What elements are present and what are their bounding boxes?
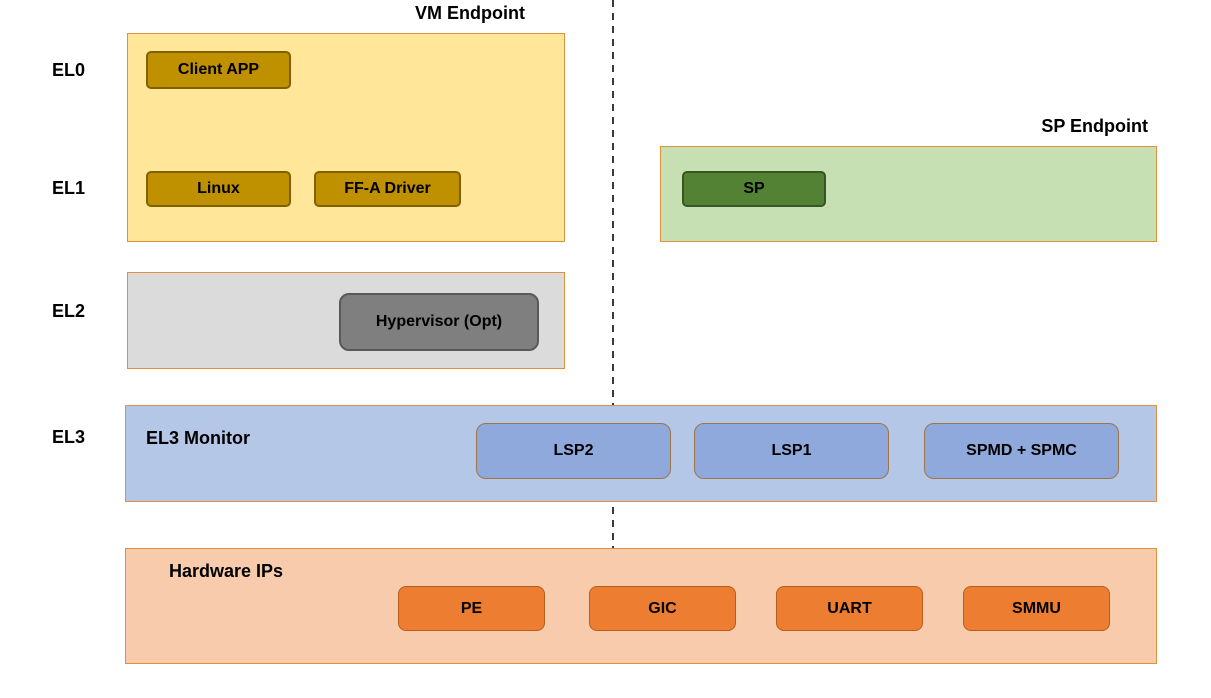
endpoint-divider-dashed-line [612,0,614,548]
el3-label: EL3 [52,427,86,447]
lsp2-box: LSP2 [476,423,671,479]
hardware-ips-title: Hardware IPs [169,561,284,581]
gic-box: GIC [589,586,736,631]
lsp1-box: LSP1 [694,423,889,479]
el3-monitor-title: EL3 Monitor [146,428,250,448]
sp-endpoint-title: SP Endpoint [1041,116,1148,136]
el0-label: EL0 [52,60,86,80]
el1-label: EL1 [52,178,86,198]
smmu-box: SMMU [963,586,1110,631]
ffa-driver-box: FF-A Driver [314,171,461,207]
client-app-box: Client APP [146,51,291,89]
hardware-ips-box: Hardware IPs PE GIC UART SMMU [125,548,1157,664]
vm-endpoint-title: VM Endpoint [415,3,525,23]
sp-box: SP [682,171,826,207]
uart-box: UART [776,586,923,631]
el3-monitor-box: EL3 Monitor LSP2 LSP1 SPMD + SPMC [125,405,1157,502]
linux-box: Linux [146,171,291,207]
hypervisor-box: Hypervisor (Opt) [339,293,539,351]
el2-label: EL2 [52,301,86,321]
spmd-spmc-box: SPMD + SPMC [924,423,1119,479]
vm-endpoint-box: Client APP Linux FF-A Driver [127,33,565,242]
sp-endpoint-box: SP [660,146,1157,242]
el2-layer-box: Hypervisor (Opt) [127,272,565,369]
pe-box: PE [398,586,545,631]
